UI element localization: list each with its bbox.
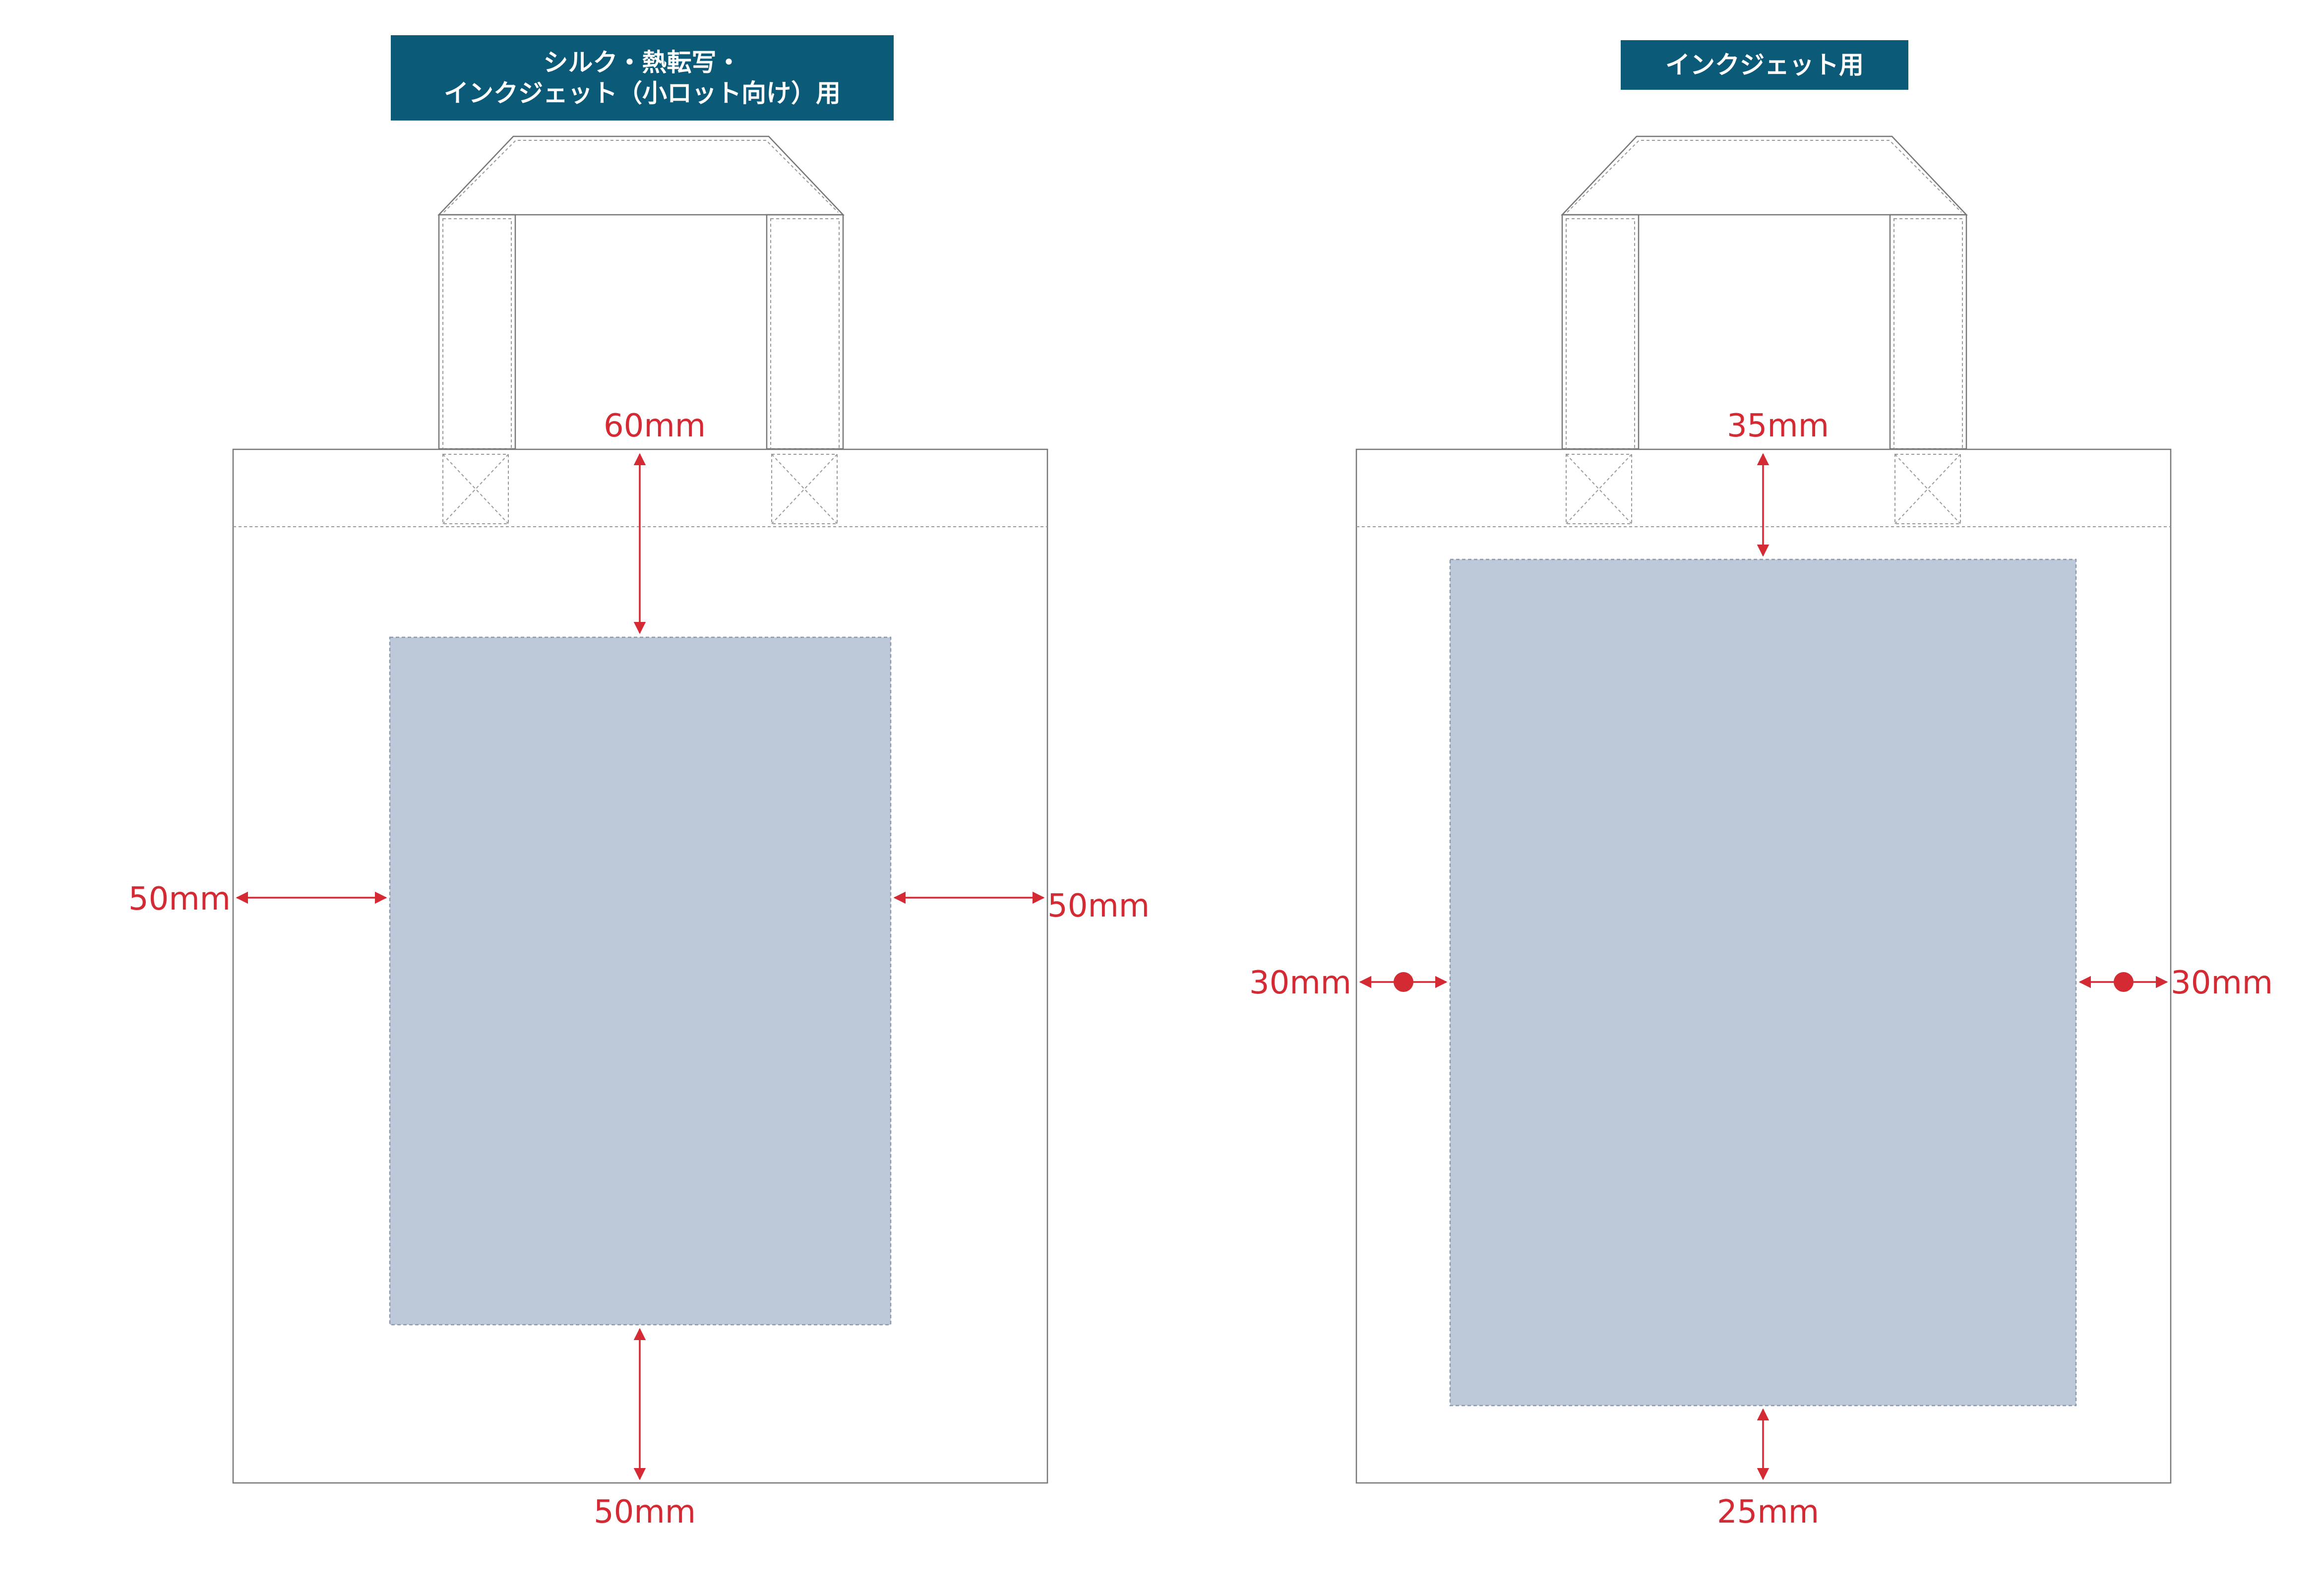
- left-handle-strap-left-stitch: [442, 218, 512, 449]
- left-handle-strap-left: [438, 214, 516, 450]
- left-title-line-1: シルク・熱転写・: [543, 48, 741, 77]
- right-handle-top: [1561, 135, 1968, 216]
- left-handle-strap-right-stitch: [770, 218, 840, 449]
- right-cross-stitch-right: [1894, 454, 1961, 524]
- right-bottom-margin-label: 25mm: [1717, 1494, 1819, 1531]
- right-handle-strap-left: [1561, 214, 1640, 450]
- left-right-margin-label: 50mm: [1047, 888, 1150, 924]
- left-bottom-margin-label: 50mm: [594, 1494, 696, 1531]
- right-print-area: [1449, 558, 2077, 1407]
- left-panel-title: シルク・熱転写・ インクジェット（小ロット向け）用: [391, 35, 894, 121]
- left-handle-top-stitch: [443, 140, 839, 213]
- right-panel-title: インクジェット用: [1621, 40, 1908, 90]
- left-bag: [232, 135, 1048, 1484]
- left-top-margin-label: 60mm: [604, 408, 706, 444]
- right-handle-top-stitch: [1567, 140, 1962, 213]
- left-dimensions: [236, 453, 1045, 1480]
- left-handle-top: [437, 135, 845, 216]
- left-cross-stitch-left: [442, 454, 509, 524]
- left-handle-strap-right: [766, 214, 844, 450]
- right-cross-stitch-left: [1566, 454, 1632, 524]
- right-handle-strap-right: [1889, 214, 1967, 450]
- left-cross-stitch-right: [771, 454, 838, 524]
- right-top-margin-label: 35mm: [1727, 408, 1829, 444]
- right-right-margin-label: 30mm: [2171, 965, 2273, 1001]
- right-handle-strap-left-stitch: [1566, 218, 1635, 449]
- right-left-margin-label: 30mm: [1249, 965, 1351, 1001]
- left-title-line-2: インクジェット（小ロット向け）用: [444, 79, 841, 108]
- right-handle-strap-right-stitch: [1893, 218, 1963, 449]
- right-right-dot: [2114, 972, 2134, 992]
- left-left-margin-label: 50mm: [128, 881, 231, 918]
- right-title-text: インクジェット用: [1665, 50, 1864, 79]
- right-bag: [1355, 135, 2172, 1484]
- right-left-dot: [1394, 972, 1413, 992]
- left-print-area: [389, 636, 892, 1326]
